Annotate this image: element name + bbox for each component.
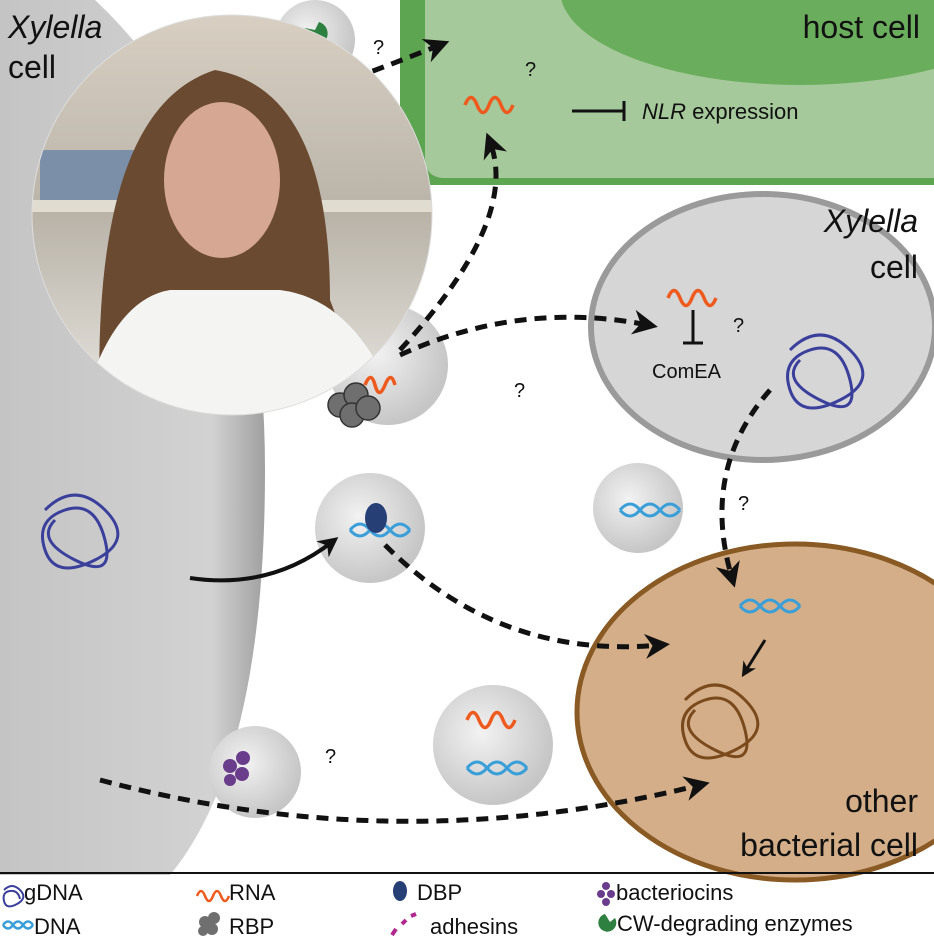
other-cell-label-line2: bacterial cell bbox=[740, 827, 918, 863]
xylella-right-species-label: Xylella bbox=[823, 203, 918, 239]
legend-rbp-icon bbox=[198, 912, 220, 936]
legend-dna-icon bbox=[1, 920, 35, 930]
host-cell bbox=[400, 0, 934, 185]
svg-text:CW-degrading enzymes: CW-degrading enzymes bbox=[617, 911, 853, 936]
dbp-icon bbox=[365, 503, 387, 533]
xylella-left-species-label: Xylella bbox=[7, 9, 102, 45]
rbp-icon bbox=[327, 382, 381, 428]
question-marks: ? ? ? ? ? ? bbox=[325, 37, 749, 768]
dna-icon bbox=[348, 502, 802, 776]
svg-text:?: ? bbox=[525, 59, 536, 81]
integration-arrow bbox=[741, 639, 767, 678]
svg-text:RBP: RBP bbox=[229, 914, 274, 939]
svg-text:bacteriocins: bacteriocins bbox=[616, 880, 733, 905]
xylella-left-cell-label: cell bbox=[8, 49, 56, 85]
vesicle-rna-dna bbox=[433, 685, 553, 805]
legend-adhesins-icon bbox=[390, 912, 417, 937]
svg-text:?: ? bbox=[738, 493, 749, 515]
comea-label: ComEA bbox=[652, 361, 722, 383]
xylella-right-cell-label: cell bbox=[870, 249, 918, 285]
inhibition-nlr bbox=[572, 101, 626, 121]
nlr-expression-label: NLR expression bbox=[642, 99, 799, 124]
svg-text:?: ? bbox=[373, 37, 384, 59]
transport-arrows bbox=[99, 38, 772, 824]
rna-icon bbox=[363, 95, 718, 730]
svg-text:adhesins: adhesins bbox=[430, 914, 518, 939]
legend-gdna-icon bbox=[2, 885, 25, 908]
gdna-icon bbox=[41, 333, 865, 760]
legend-rna-icon bbox=[195, 889, 231, 903]
svg-text:RNA: RNA bbox=[229, 880, 276, 905]
legend-bacteriocins-icon bbox=[597, 882, 615, 906]
legend: gDNA DNA RNA RBP DBP adhesins bacterioci… bbox=[1, 880, 853, 939]
svg-text:?: ? bbox=[733, 315, 744, 337]
svg-text:DNA: DNA bbox=[34, 914, 81, 939]
svg-text:?: ? bbox=[325, 746, 336, 768]
other-cell-label-line1: other bbox=[845, 783, 918, 819]
svg-text:?: ? bbox=[514, 380, 525, 402]
svg-text:DBP: DBP bbox=[417, 880, 462, 905]
svg-text:gDNA: gDNA bbox=[24, 880, 83, 905]
inhibition-comea bbox=[683, 310, 703, 345]
vesicle-bacteriocins bbox=[209, 726, 301, 818]
secretion-arrow bbox=[189, 537, 339, 583]
legend-dbp-icon bbox=[393, 881, 407, 901]
bacteriocins-icon bbox=[223, 751, 250, 786]
legend-cw-enzymes-icon bbox=[598, 914, 617, 932]
host-cell-label: host cell bbox=[803, 9, 920, 45]
researcher-photo bbox=[32, 15, 432, 415]
